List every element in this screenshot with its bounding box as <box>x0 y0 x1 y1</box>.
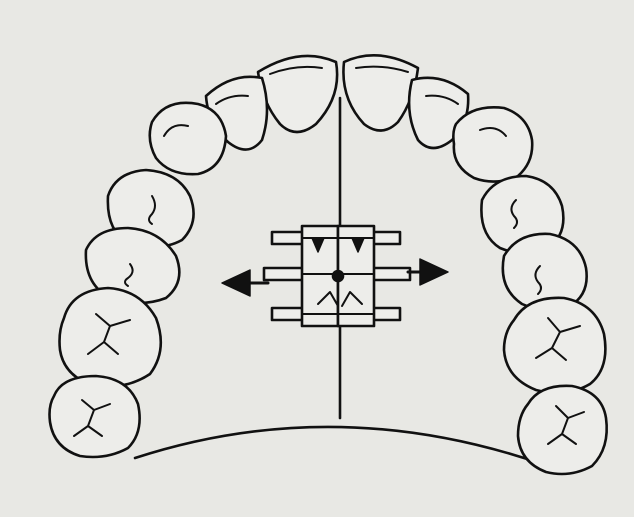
tooth-left-first-molar <box>60 288 161 387</box>
tooth-left-second-molar <box>50 376 140 457</box>
tooth-right-first-molar <box>504 298 605 393</box>
tooth-left-canine <box>150 103 226 174</box>
tooth-right-second-molar <box>518 386 607 474</box>
tooth-right-canine <box>453 107 532 181</box>
screw-keyhole <box>333 271 343 281</box>
expansion-screw <box>264 226 410 326</box>
